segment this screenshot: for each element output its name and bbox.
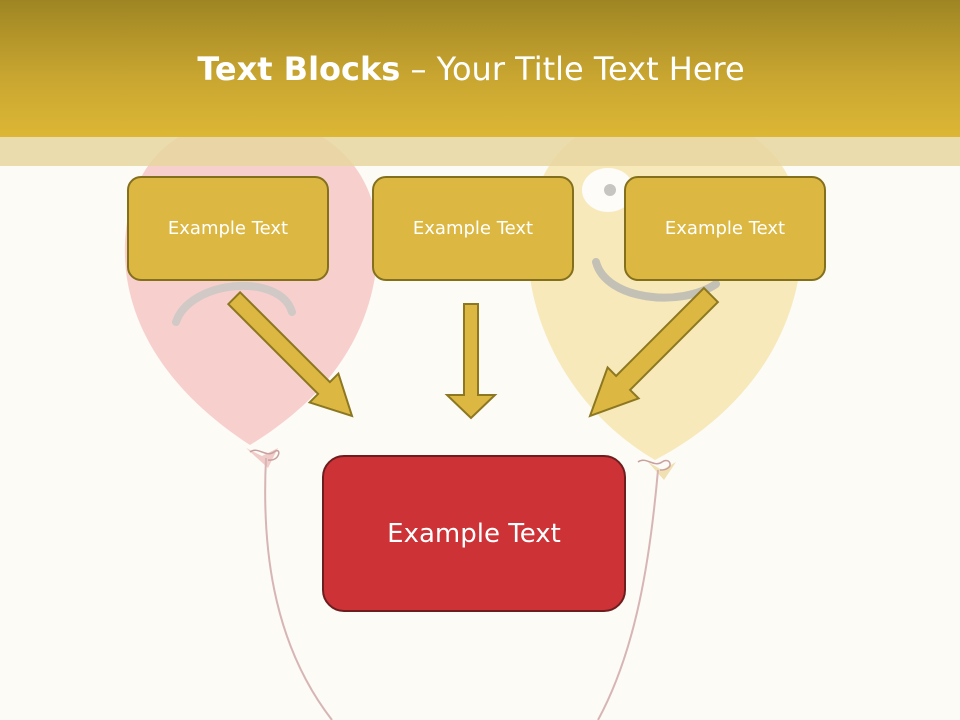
- yellow-balloon-string: [597, 469, 659, 720]
- title-bold: Text Blocks: [197, 50, 401, 88]
- arrow-right-icon: [588, 286, 720, 418]
- target-block[interactable]: Example Text: [322, 455, 626, 612]
- title-bar: [0, 0, 960, 137]
- text-block-1-label: Example Text: [167, 218, 289, 239]
- text-block-2-label: Example Text: [412, 218, 534, 239]
- title-bar-band: [0, 137, 960, 166]
- target-block-label: Example Text: [387, 518, 561, 549]
- title-separator: –: [400, 50, 437, 88]
- arrow-center-icon: [444, 303, 498, 420]
- arrow-left-icon: [226, 290, 354, 418]
- page-title: Text Blocks – Your Title Text Here: [0, 50, 942, 88]
- text-block-3-label: Example Text: [664, 218, 786, 239]
- text-block-3[interactable]: Example Text: [624, 176, 826, 281]
- text-block-2[interactable]: Example Text: [372, 176, 574, 281]
- title-rest: Your Title Text Here: [436, 50, 745, 88]
- text-block-1[interactable]: Example Text: [127, 176, 329, 281]
- red-balloon-string: [264, 457, 333, 720]
